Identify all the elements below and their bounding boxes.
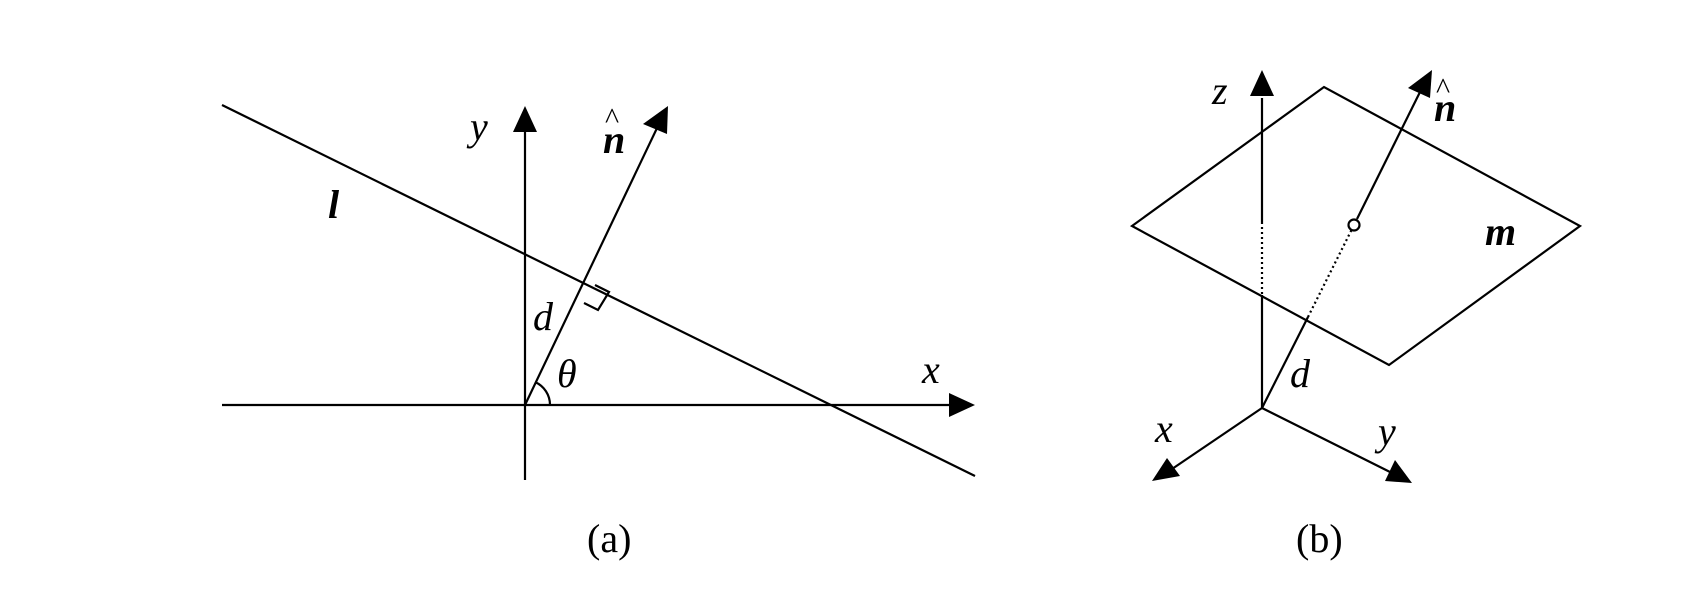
plane-m <box>1129 85 1583 367</box>
panel-b-z-arrowhead <box>1250 70 1274 96</box>
panel-a-normal-arrowhead <box>643 106 668 134</box>
panel-b-normal-arrowhead <box>1408 70 1432 98</box>
panel-b-normal-hat: ^ <box>1436 72 1450 105</box>
line-l <box>221 104 976 477</box>
panel-b-x-axis <box>1171 407 1263 470</box>
panel-a: y x ^ n l d θ (a) <box>221 102 976 561</box>
panel-b-distance-hidden <box>1307 228 1353 318</box>
panel-b-z-label: z <box>1211 68 1228 113</box>
panel-a-caption: (a) <box>587 516 631 561</box>
panel-b-caption: (b) <box>1296 516 1343 561</box>
right-angle-marker <box>583 284 611 312</box>
panel-b-distance-label: d <box>1290 351 1311 396</box>
panel-b-normal-label: n <box>1434 85 1456 130</box>
panel-a-normal-label: n <box>603 117 625 162</box>
panel-a-y-label: y <box>466 104 488 149</box>
panel-a-x-arrowhead <box>949 393 975 417</box>
panel-b-y-arrowhead <box>1385 460 1412 483</box>
normal-foot-point <box>1347 218 1361 232</box>
panel-b-distance-segment <box>1261 316 1309 409</box>
panel-a-y-arrowhead <box>513 106 537 132</box>
panel-a-normal-hat: ^ <box>605 102 619 135</box>
angle-theta-label: θ <box>557 351 577 396</box>
panel-b-x-label: x <box>1154 406 1173 451</box>
line-l-label: l <box>328 182 340 227</box>
panel-b-y-axis <box>1261 407 1393 474</box>
angle-theta-arc <box>534 380 552 406</box>
plane-m-label: m <box>1485 209 1516 254</box>
panel-a-distance-label: d <box>533 294 554 339</box>
panel-b: z x y ^ n m d (b) <box>1129 68 1583 561</box>
panel-b-normal-vector <box>1356 91 1421 220</box>
panel-b-x-arrowhead <box>1152 458 1180 481</box>
panel-a-x-label: x <box>921 347 940 392</box>
panel-b-y-label: y <box>1374 409 1396 454</box>
panel-a-normal-vector <box>524 125 659 406</box>
